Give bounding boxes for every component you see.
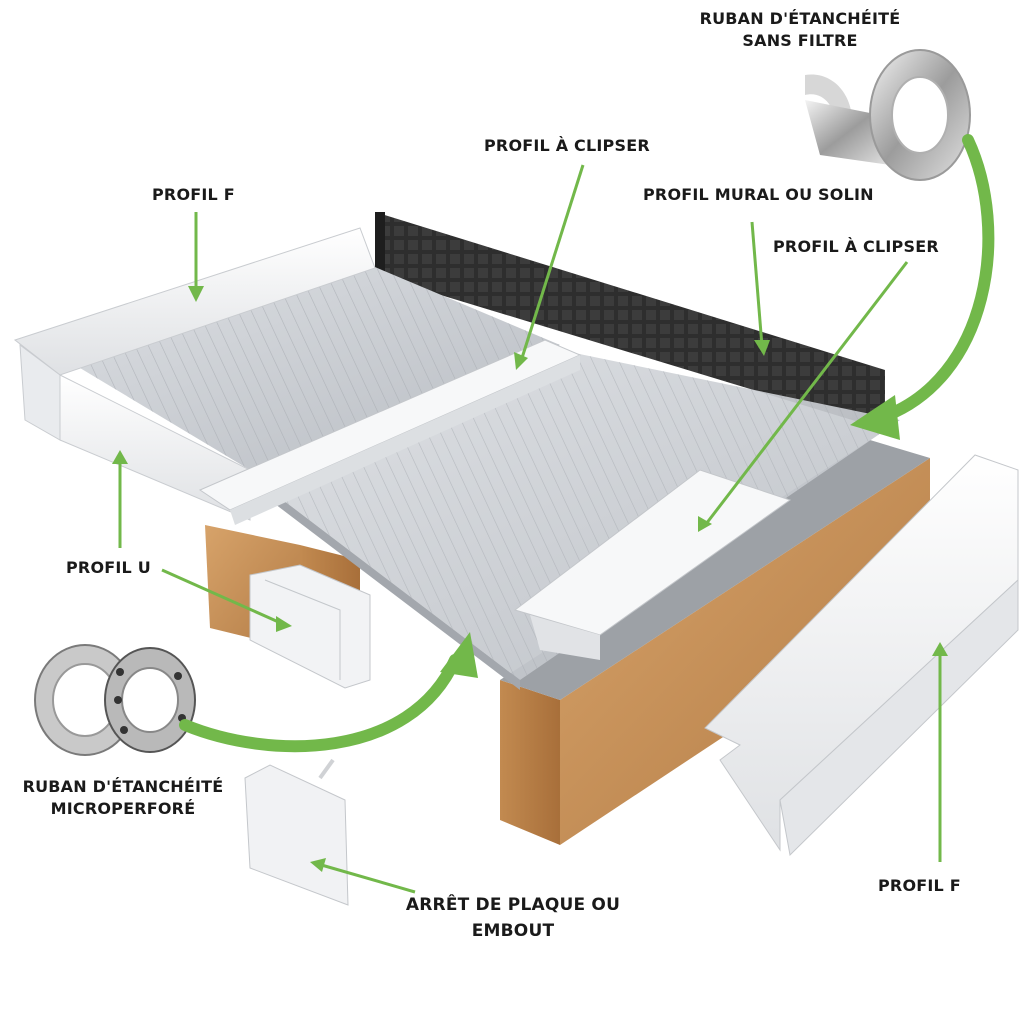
arrow-heads — [112, 286, 948, 872]
label-profil-clipser-top: PROFIL À CLIPSER — [484, 136, 650, 155]
label-arret-plaque: ARRÊT DE PLAQUE OU EMBOUT — [398, 892, 628, 944]
aluminium-tape-roll-icon — [805, 49, 971, 181]
label-profil-f-right: PROFIL F — [878, 876, 961, 895]
label-ruban-microperfore: RUBAN D'ÉTANCHÉITÉ MICROPERFORÉ — [18, 776, 228, 820]
label-profil-mural: PROFIL MURAL OU SOLIN — [643, 185, 874, 204]
curved-arrow-bottom — [179, 632, 478, 753]
label-ruban-sans-filtre-line2: SANS FILTRE — [742, 31, 858, 50]
arrow-profil-clipser-right — [704, 261, 909, 525]
wood-beam-right — [500, 440, 930, 845]
label-ruban-sans-filtre-line1: RUBAN D'ÉTANCHÉITÉ — [699, 9, 901, 28]
label-profil-u: PROFIL U — [66, 558, 151, 577]
label-ruban-microperfore-line1: RUBAN D'ÉTANCHÉITÉ — [22, 777, 224, 796]
profil-f-left-piece — [13, 227, 376, 521]
arret-plaque-piece — [244, 758, 349, 906]
label-profil-clipser-right: PROFIL À CLIPSER — [773, 237, 939, 256]
arrow-profil-u — [161, 568, 284, 626]
arrow-arret-plaque — [317, 862, 416, 894]
profil-u-piece — [249, 564, 371, 689]
curved-arrow-top — [850, 134, 995, 440]
arrow-profil-mural — [750, 221, 764, 347]
wall-membrane — [375, 212, 885, 430]
label-arret-plaque-line2: EMBOUT — [471, 921, 555, 941]
microperforated-tape-roll-icon — [34, 644, 196, 756]
label-ruban-sans-filtre: RUBAN D'ÉTANCHÉITÉ SANS FILTRE — [690, 8, 910, 52]
arrow-profil-clipser-top — [520, 164, 585, 359]
label-arret-plaque-line1: ARRÊT DE PLAQUE OU — [405, 895, 621, 915]
polycarbonate-sheet-left — [75, 265, 560, 470]
label-ruban-microperfore-line2: MICROPERFORÉ — [50, 799, 196, 818]
label-profil-f-left: PROFIL F — [152, 185, 235, 204]
profil-clipser-top-piece — [198, 339, 582, 525]
profil-clipser-right-piece — [513, 469, 792, 660]
pointer-arrows — [118, 164, 942, 894]
